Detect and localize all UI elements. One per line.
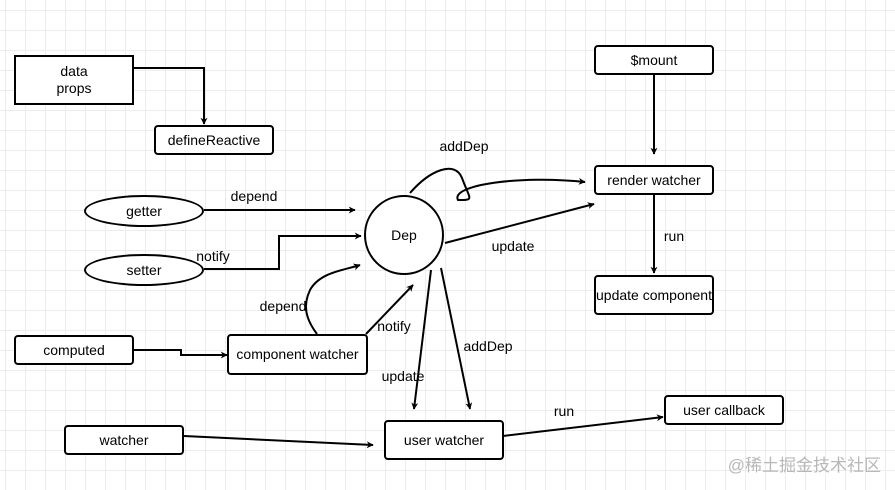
mount-node: $mount [594, 45, 714, 75]
edge-watcher-to-user-watcher [183, 435, 374, 449]
computed-node: computed [14, 335, 134, 365]
edge-component-watcher-notify-dep [365, 284, 414, 335]
edge-dep-update-render-watcher [444, 202, 595, 244]
edge-computed-to-component-watcher [134, 349, 228, 359]
edge-label-dep-add-dep-user: addDep [463, 338, 513, 354]
edge-dep-add-dep-render-watcher [409, 167, 586, 202]
edge-label-component-notify: notify [377, 318, 411, 334]
edge-user-watcher-run-user-callback [502, 414, 664, 437]
update-component-node: update component [594, 275, 714, 315]
edge-label-dep-update-user: update [381, 368, 425, 384]
edge-label-dep-add-dep-render: addDep [439, 138, 489, 154]
watermark: @稀土掘金技术社区 [727, 456, 881, 475]
edge-dep-update-user-watcher [411, 269, 432, 410]
data-props-line-1: data [60, 63, 88, 79]
update-component-label: update component [596, 286, 712, 303]
render-watcher-node: render watcher [594, 165, 714, 195]
user-callback-label: user callback [683, 401, 765, 418]
data-props-line-2: props [56, 80, 92, 96]
mount-label: $mount [630, 51, 678, 68]
edge-label-dep-update-render: update [491, 238, 535, 254]
watcher-label: watcher [99, 431, 149, 448]
edge-label-render-run: run [663, 228, 685, 244]
user-callback-node: user callback [664, 395, 784, 425]
edge-component-watcher-depend-dep [304, 263, 361, 335]
getter-label: getter [126, 202, 162, 219]
edge-label-user-run: run [553, 403, 575, 419]
user-watcher-node: user watcher [384, 420, 504, 460]
edge-label-getter-depend: depend [230, 188, 278, 204]
component-watcher-label: component watcher [236, 346, 359, 362]
getter-node: getter [84, 195, 204, 227]
user-watcher-label: user watcher [403, 431, 485, 448]
setter-label: setter [126, 261, 162, 278]
edge-setter-to-dep [204, 232, 362, 270]
edge-dep-add-dep-user-watcher [440, 267, 473, 410]
data-props-node: data props [14, 55, 134, 105]
watcher-node: watcher [64, 425, 184, 455]
edge-label-setter-notify: notify [196, 248, 230, 264]
edge-data-to-define-reactive [134, 67, 208, 125]
render-watcher-label: render watcher [607, 171, 701, 188]
setter-node: setter [84, 254, 204, 286]
computed-label: computed [43, 341, 105, 358]
edge-label-component-depend: depend [259, 298, 307, 314]
dep-label: Dep [391, 226, 417, 243]
define-reactive-node: defineReactive [154, 125, 274, 155]
dep-node: Dep [364, 195, 444, 275]
define-reactive-label: defineReactive [167, 131, 261, 148]
component-watcher-node: component watcher [227, 334, 368, 375]
